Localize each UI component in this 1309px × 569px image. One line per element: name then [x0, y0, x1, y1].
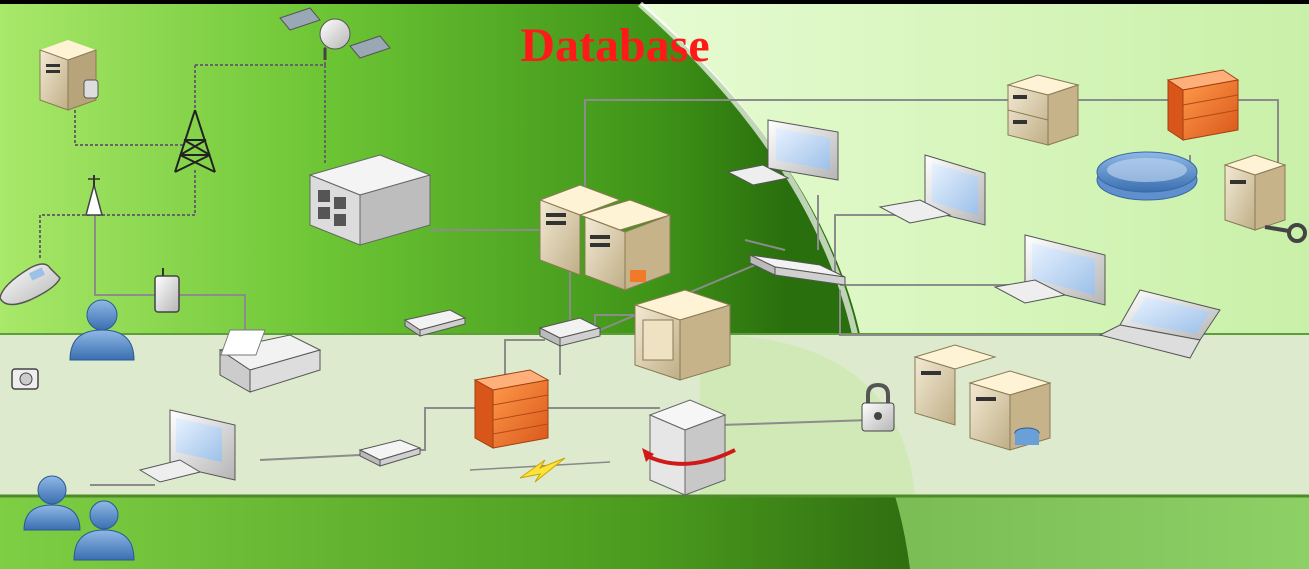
fax-icon — [218, 329, 322, 393]
user-icon — [69, 299, 135, 361]
server-icon — [39, 40, 99, 111]
phone-icon — [0, 263, 61, 306]
tower-pc-icon — [633, 289, 732, 381]
mainframe-icon — [308, 154, 432, 246]
users-icon — [23, 475, 135, 561]
background-right-light — [640, 4, 1309, 334]
connection-lines — [39, 30, 1279, 486]
antenna-icon — [85, 175, 103, 216]
lock-icon — [861, 382, 895, 432]
lightning-icon — [469, 457, 611, 483]
satellite-icon — [279, 7, 391, 60]
wireless-icon — [154, 268, 180, 313]
key-server-icon — [1223, 154, 1307, 243]
server-pair-icon — [538, 184, 672, 291]
switch-icon — [749, 254, 846, 286]
monitor-icon — [138, 409, 236, 483]
switch-icon — [538, 317, 602, 347]
laptop-icon — [1098, 289, 1221, 359]
hub-icon — [403, 309, 467, 337]
rack-icon — [1006, 74, 1080, 146]
monitor-icon — [993, 234, 1106, 306]
ring-icon — [1096, 151, 1198, 201]
firewall-icon — [1166, 69, 1240, 141]
monitor-icon — [878, 154, 986, 226]
camera-icon — [11, 368, 39, 390]
firewall-icon — [473, 369, 550, 449]
db-server-icon — [913, 344, 1052, 451]
bottom-right-light — [895, 496, 1309, 569]
tower-icon — [174, 109, 216, 173]
monitor-icon — [726, 119, 839, 186]
diagram-title: Database — [520, 19, 710, 72]
modem-icon — [358, 439, 422, 467]
band-shade — [700, 334, 915, 496]
backup-icon — [642, 399, 736, 496]
